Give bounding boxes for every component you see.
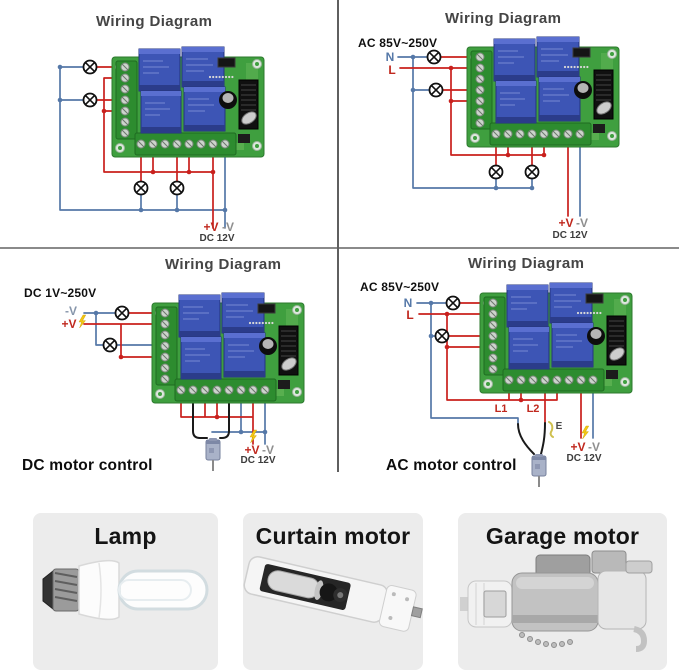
blue-junction-dots	[57, 64, 228, 213]
red-junction-dots	[118, 354, 220, 420]
neutral-label: N	[385, 50, 395, 64]
supply-label: DC 12V	[240, 455, 276, 466]
live-label: L	[388, 63, 396, 77]
lamp-symbol-icon	[82, 59, 98, 75]
lamp-symbol-icon	[524, 164, 540, 180]
relay-module-pcb	[466, 36, 620, 148]
neutral-label: N	[403, 296, 413, 310]
supply-label: DC 12V	[199, 233, 235, 244]
earth-label: E	[555, 421, 563, 432]
lamp-symbol-icon	[82, 92, 98, 108]
application-card-curtain-motor: Curtain motor	[243, 513, 423, 670]
lamp-symbol-icon	[114, 305, 130, 321]
lamp-symbol-icon	[434, 328, 450, 344]
application-card-garage-motor: Garage motor	[458, 513, 667, 670]
red-junction-dots	[444, 311, 524, 403]
line2-label: L2	[526, 403, 540, 415]
dc-lamp-wiring-drawing	[57, 46, 265, 229]
voltage-range-label: AC 85V~250V	[358, 36, 438, 50]
quadrant-title: Wiring Diagram	[165, 256, 282, 273]
neutral-wires	[397, 56, 581, 217]
live-label: L	[406, 308, 414, 322]
lamp-symbol-icon	[133, 180, 149, 196]
blue-junction-dots	[93, 310, 268, 435]
horizontal-divider	[0, 247, 679, 249]
relay-module-pcb	[151, 292, 305, 404]
curtain-motor-icon	[243, 556, 423, 632]
dc-motor-wiring-drawing	[78, 292, 305, 472]
motor-leads	[517, 422, 546, 455]
wiring-diagram-dc-lamps: Wiring Diagram +V -V DC 12V	[0, 0, 338, 247]
voltage-range-label: AC 85V~250V	[360, 280, 440, 294]
application-card-lamp: Lamp	[33, 513, 218, 670]
cfl-bulb-icon	[42, 559, 209, 621]
input-plus-label: +V	[61, 317, 77, 331]
red-junction-dots	[101, 108, 216, 175]
lightning-icon	[581, 425, 589, 440]
minus-v-label: -V	[262, 443, 274, 457]
relay-module-pcb	[111, 46, 265, 158]
blue-junction-dots	[428, 300, 434, 339]
supply-label: DC 12V	[566, 453, 602, 464]
ac-lamp-wiring-drawing	[397, 36, 620, 217]
supply-label: DC 12V	[552, 230, 588, 241]
lamp-symbol-icon	[428, 82, 444, 98]
wiring-diagram-dc-motor: Wiring Diagram DC 1V~250V -V +V +V -V DC…	[0, 248, 338, 495]
wiring-diagram-ac-motor: Wiring Diagram AC 85V~250V N L L1 L2 E +…	[338, 248, 679, 495]
voltage-range-label: DC 1V~250V	[24, 286, 97, 300]
red-junction-dots	[448, 65, 547, 158]
dc-motor-icon	[205, 437, 221, 472]
lamp-symbol-icon	[426, 49, 442, 65]
application-label: Curtain motor	[255, 523, 411, 549]
quadrant-caption: AC motor control	[386, 457, 517, 474]
earth-wire	[548, 421, 554, 438]
negative-wires	[59, 66, 226, 229]
lamp-symbol-icon	[169, 180, 185, 196]
plus-v-label: +V	[570, 440, 586, 454]
application-label: Lamp	[94, 523, 157, 549]
quadrant-title: Wiring Diagram	[96, 13, 213, 30]
plus-v-label: +V	[244, 443, 260, 457]
blue-junction-dots	[410, 54, 535, 191]
quadrant-title: Wiring Diagram	[445, 10, 562, 27]
minus-v-label: -V	[222, 220, 234, 234]
wiring-diagram-ac-lamps: Wiring Diagram AC 85V~250V N L +V -V DC …	[338, 0, 679, 247]
garage-motor-icon	[460, 550, 653, 652]
motor-leads	[192, 389, 230, 439]
lamp-symbol-icon	[102, 337, 118, 353]
ac-motor-icon	[531, 453, 547, 488]
plus-v-label: +V	[558, 216, 574, 230]
ac-motor-wiring-drawing	[416, 282, 633, 488]
quadrant-caption: DC motor control	[22, 457, 153, 474]
relay-module-pcb	[479, 282, 633, 394]
vertical-divider	[337, 0, 339, 472]
negative-wires	[83, 312, 266, 445]
neutral-wires	[416, 302, 594, 439]
minus-v-label: -V	[588, 440, 600, 454]
quadrant-title: Wiring Diagram	[468, 255, 585, 272]
line1-label: L1	[494, 403, 508, 415]
lamp-symbol-icon	[488, 164, 504, 180]
application-label: Garage motor	[485, 523, 640, 549]
input-minus-label: -V	[65, 304, 77, 318]
minus-v-label: -V	[576, 216, 588, 230]
lamp-symbol-icon	[445, 295, 461, 311]
plus-v-label: +V	[203, 220, 219, 234]
